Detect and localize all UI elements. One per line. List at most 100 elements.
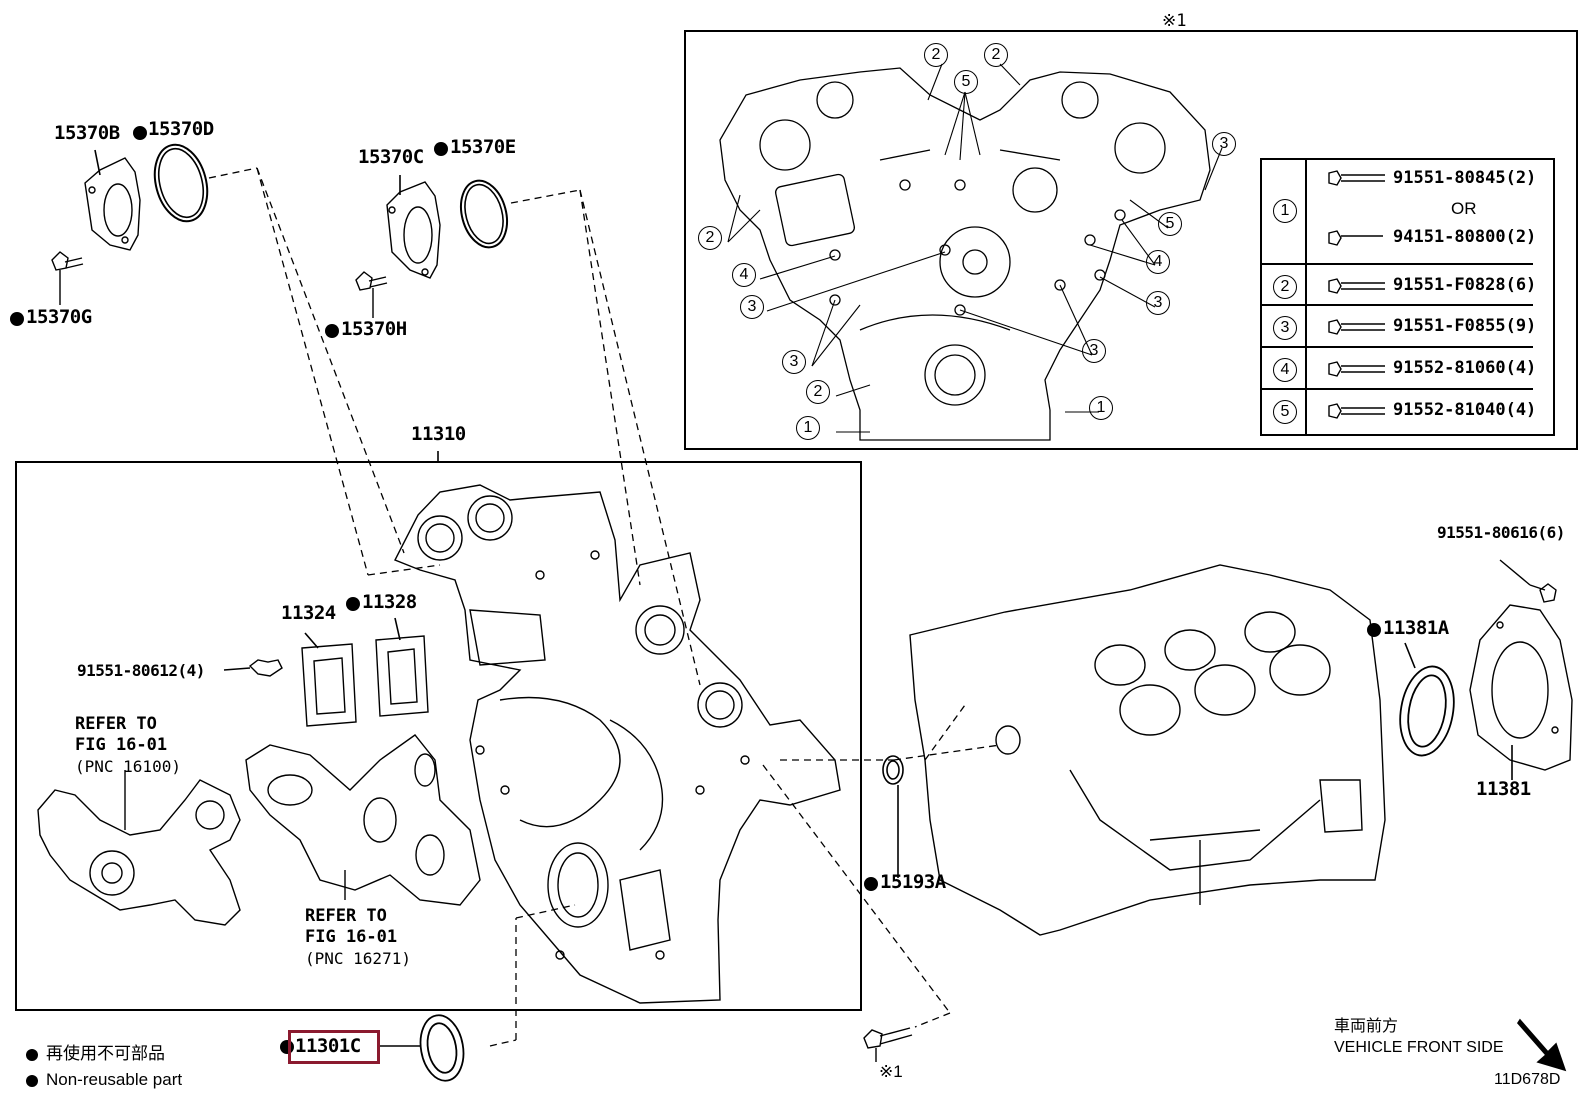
callout-circle: 5 <box>1158 212 1182 236</box>
legend-jp: 再使用不可部品 <box>46 1044 165 1063</box>
o-ring-15370E <box>459 179 509 249</box>
part-label-11381A[interactable]: 11381A <box>1383 617 1449 639</box>
legend-part-number: 91552-81060(4) <box>1393 358 1537 378</box>
legend-num: 3 <box>1273 316 1297 340</box>
inset-frame <box>684 30 1578 450</box>
callout-circle: 2 <box>806 380 830 404</box>
refer-line: REFER TO <box>305 906 387 926</box>
part-label-11328[interactable]: 11328 <box>362 591 417 613</box>
gasket-11324 <box>301 643 357 727</box>
part-label-15370H[interactable]: 15370H <box>341 318 407 340</box>
legend-row-2: 2 91551-F0828(6) <box>1261 263 1537 306</box>
legend-part-number: 94151-80800(2) <box>1393 227 1537 247</box>
bolt-icon <box>1328 319 1385 335</box>
nut-icon <box>1328 230 1383 246</box>
legend-num: 1 <box>1273 199 1297 223</box>
legend-num: 2 <box>1273 275 1297 299</box>
bolt-icon <box>1328 278 1385 294</box>
callout-circle: 3 <box>782 350 806 374</box>
legend-row-4: 4 91552-81060(4) <box>1261 346 1537 390</box>
part-label-15193A[interactable]: 15193A <box>880 871 946 893</box>
bolt-15370H <box>355 271 388 318</box>
legend-row-3: 3 91551-F0855(9) <box>1261 304 1537 348</box>
assembly-dash-lines <box>208 167 1001 1047</box>
callout-circle: 2 <box>924 43 948 67</box>
timing-chain-cover <box>394 484 841 1004</box>
legend-part-number: 91551-F0828(6) <box>1393 275 1537 295</box>
part-label-91551-80616[interactable]: 91551-80616(6) <box>1437 523 1565 542</box>
refer-note-16100: REFER TO FIG 16-01 (PNC 16100) <box>75 714 181 777</box>
part-label-11301C[interactable]: 11301C <box>295 1035 361 1057</box>
bolt-15370G <box>51 251 84 305</box>
non-reusable-dot <box>1367 623 1381 637</box>
figure-code: 11D678D <box>1494 1071 1561 1088</box>
part-label-15370E[interactable]: 15370E <box>450 136 516 158</box>
gasket-16271 <box>245 734 481 906</box>
part-label-15370B[interactable]: 15370B <box>54 122 120 144</box>
part-label-15370G[interactable]: 15370G <box>26 306 92 328</box>
inset-mark: ※1 <box>1162 11 1187 31</box>
fastener-legend-frame <box>1260 158 1555 436</box>
gasket-11328 <box>375 635 429 717</box>
refer-line: FIG 16-01 <box>75 735 168 755</box>
direction-jp: 車両前方 <box>1334 1018 1399 1035</box>
non-reusable-dot <box>864 877 878 891</box>
bolt-icon <box>1328 403 1385 419</box>
callout-circle: 2 <box>984 43 1008 67</box>
callout-circle: 1 <box>796 416 820 440</box>
non-reusable-dot <box>346 597 360 611</box>
legend-part-number: 91551-80845(2) <box>1393 168 1537 188</box>
callout-circle: 3 <box>740 295 764 319</box>
bolt-icon <box>1328 361 1385 377</box>
bolt-mark1 <box>863 1027 913 1062</box>
non-reusable-dot <box>133 126 147 140</box>
part-label-11381[interactable]: 11381 <box>1476 778 1531 800</box>
part-label-15370D[interactable]: 15370D <box>148 118 214 140</box>
legend-part-number: 91552-81040(4) <box>1393 400 1537 420</box>
callout-circle: 2 <box>698 226 722 250</box>
direction-en: VEHICLE FRONT SIDE <box>1334 1039 1504 1056</box>
part-label-15370C[interactable]: 15370C <box>358 146 424 168</box>
bolt-mark-label: ※1 <box>879 1062 903 1081</box>
housing-15370C <box>386 181 441 279</box>
non-reusable-dot <box>434 142 448 156</box>
callout-circle: 3 <box>1082 339 1106 363</box>
legend-row-5: 5 91552-81040(4) <box>1261 388 1537 435</box>
refer-note-16271: REFER TO FIG 16-01 (PNC 16271) <box>305 906 411 969</box>
part-label-11310[interactable]: 11310 <box>411 423 466 445</box>
refer-line: (PNC 16100) <box>75 757 181 776</box>
non-reusable-dot <box>325 324 339 338</box>
inset-leaders <box>727 63 1223 433</box>
seal-15193A <box>882 755 904 785</box>
front-direction-arrow <box>1516 1018 1567 1072</box>
part-label-11324[interactable]: 11324 <box>281 602 336 624</box>
oil-seal-11381A <box>1399 665 1455 757</box>
bolt-91551-80612 <box>223 659 283 677</box>
callout-circle: 1 <box>1089 396 1113 420</box>
housing-15370B <box>84 157 141 251</box>
legend-num: 4 <box>1273 358 1297 382</box>
legend-num: 5 <box>1273 400 1297 424</box>
legend-or: OR <box>1451 199 1477 218</box>
bolt-91551-80616 <box>1499 559 1557 603</box>
callout-circle: 3 <box>1146 291 1170 315</box>
o-ring-15370D <box>153 143 209 223</box>
refer-line: REFER TO <box>75 714 157 734</box>
legend-row-1: 1 91551-80845(2) OR 94151-80800(2) <box>1261 159 1537 263</box>
bolt-icon <box>1328 170 1385 186</box>
callout-circle: 5 <box>954 70 978 94</box>
non-reusable-dot <box>26 1075 38 1087</box>
legend-en: Non-reusable part <box>46 1070 183 1089</box>
refer-line: (PNC 16271) <box>305 949 411 968</box>
non-reusable-dot <box>10 312 24 326</box>
legend-part-number: 91551-F0855(9) <box>1393 316 1537 336</box>
cylinder-block <box>909 564 1386 936</box>
refer-line: FIG 16-01 <box>305 927 398 947</box>
highlight-box-11301C <box>288 1030 380 1064</box>
retainer-11381 <box>1469 604 1573 771</box>
callout-circle: 4 <box>732 263 756 287</box>
part-label-91551-80612[interactable]: 91551-80612(4) <box>77 661 205 680</box>
inset-engine-outline <box>719 67 1211 441</box>
non-reusable-dot <box>26 1049 38 1061</box>
callout-circle: 3 <box>1212 132 1236 156</box>
